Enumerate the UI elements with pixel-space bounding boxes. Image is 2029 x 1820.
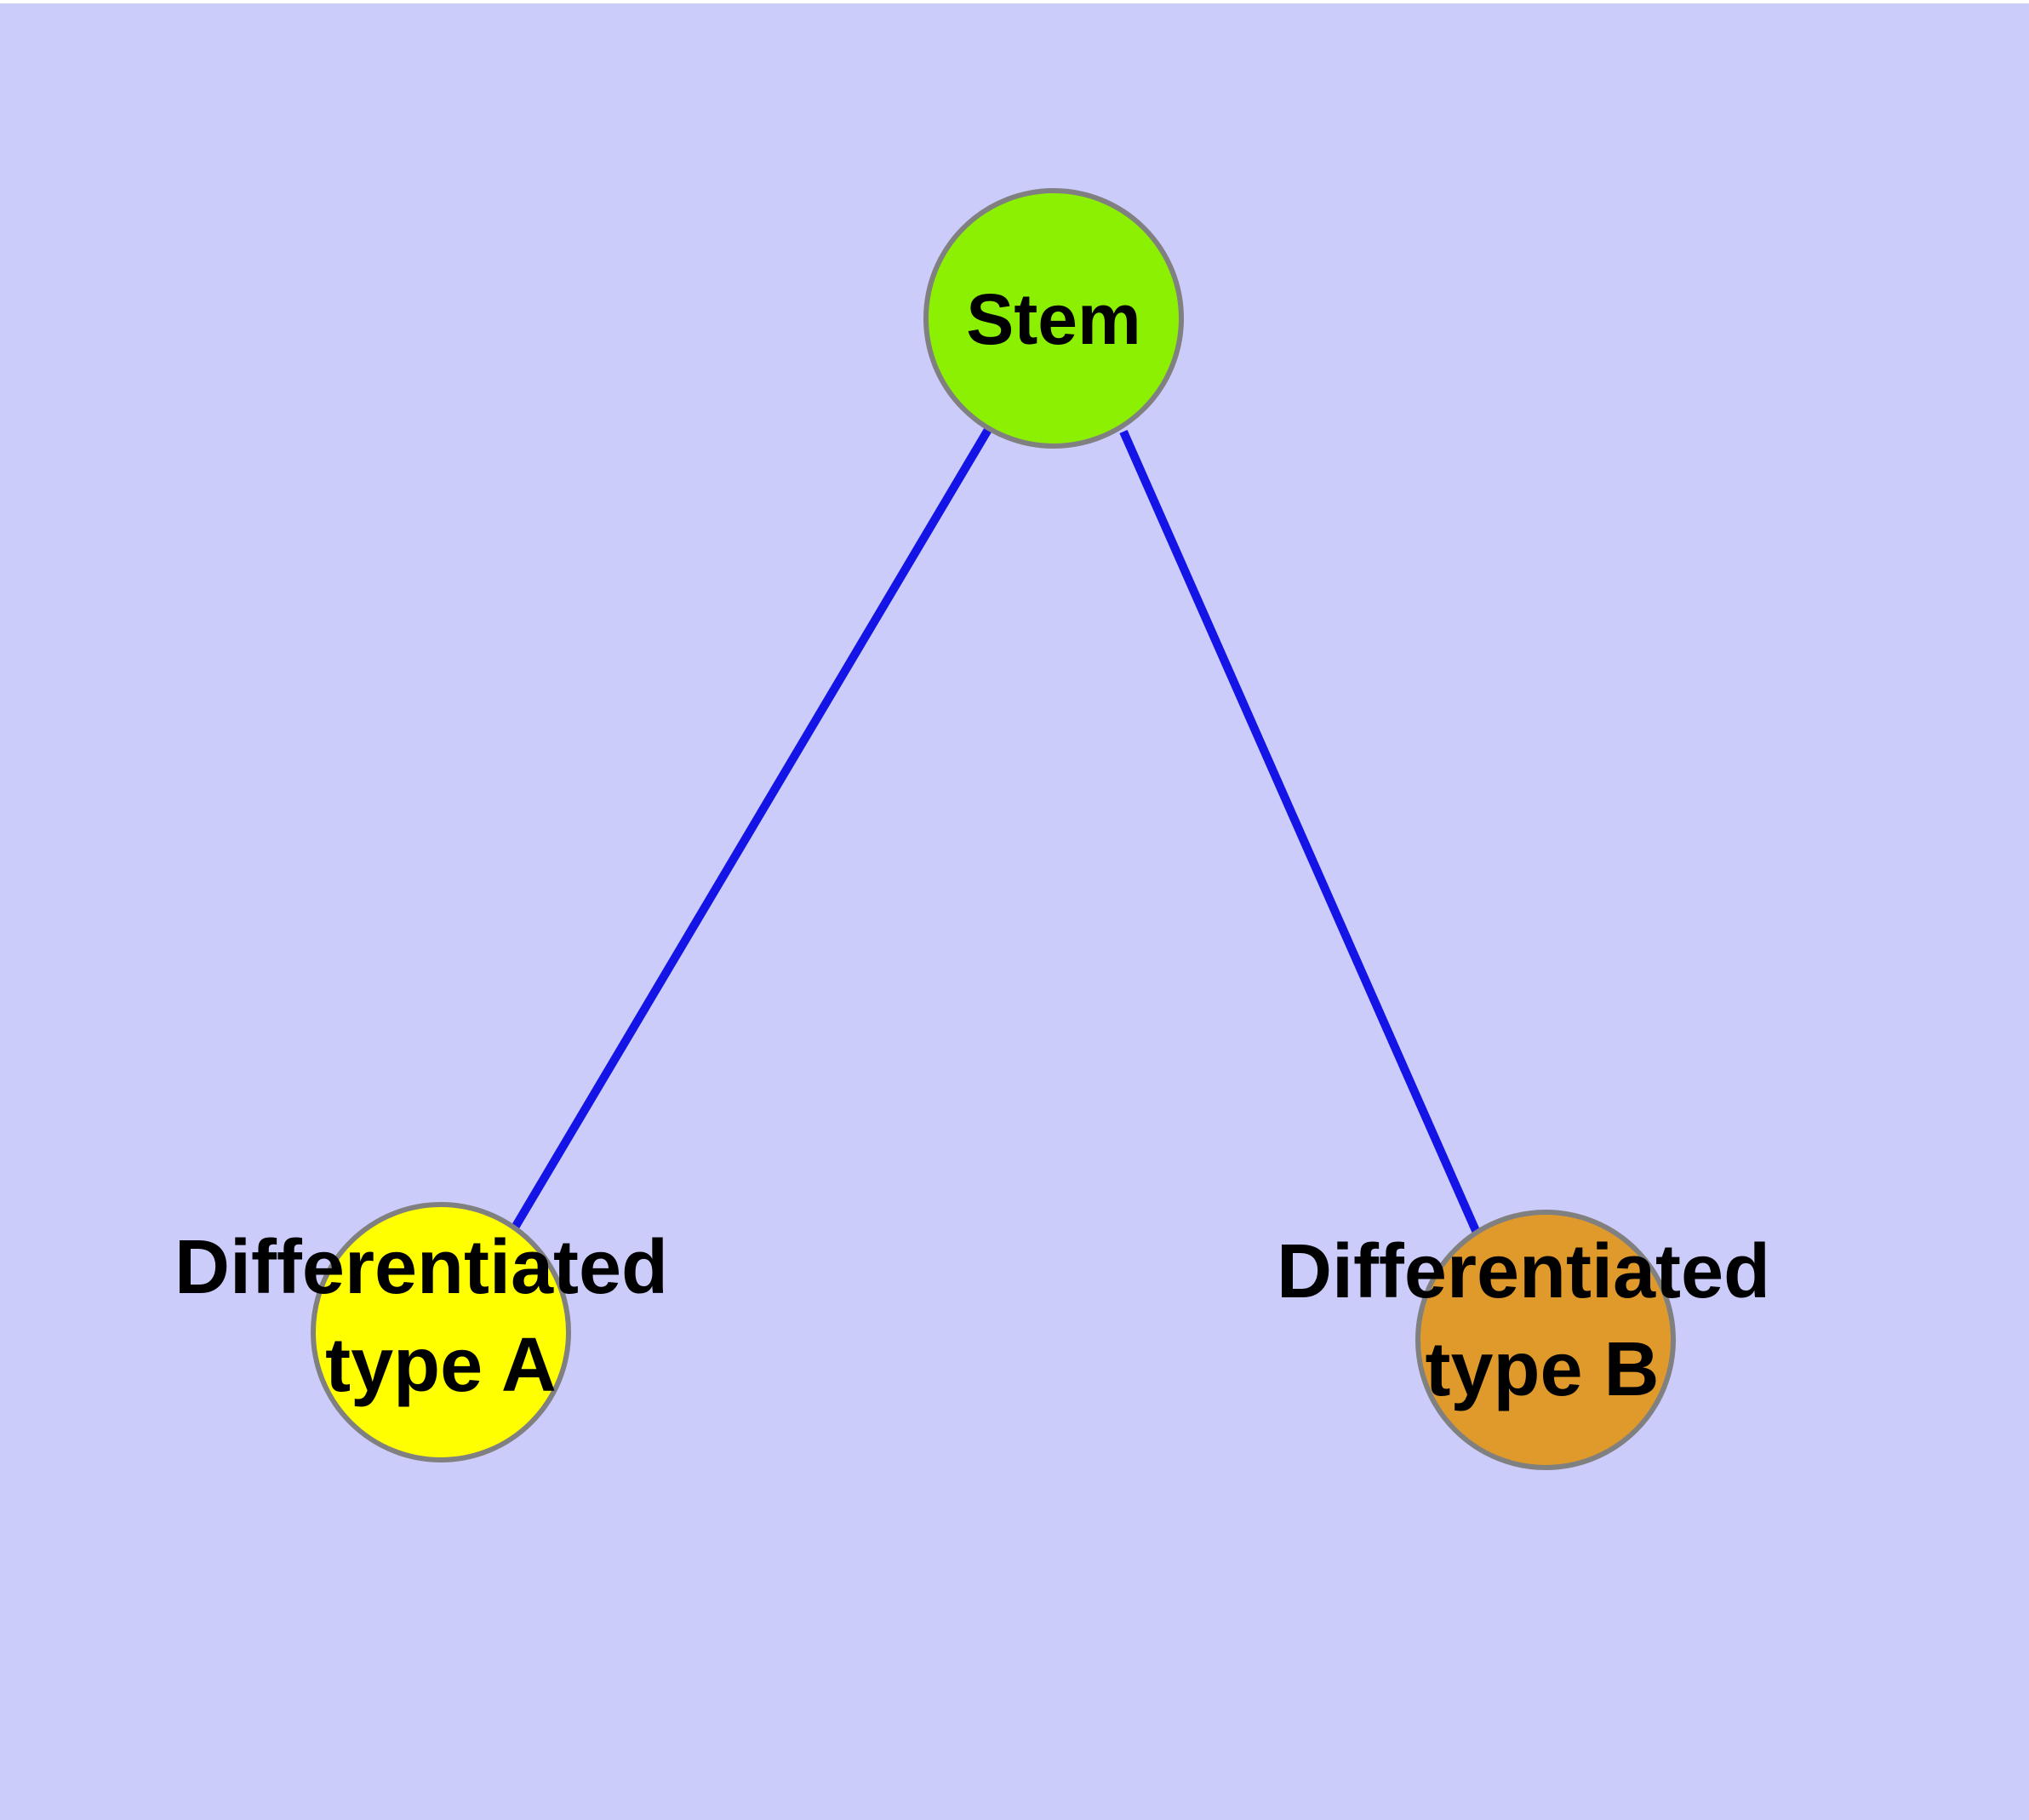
- node-differentiated-type-a-label-line1: Differentiated: [174, 1225, 668, 1310]
- node-differentiated-type-b-label-line2: type B: [1425, 1327, 1659, 1412]
- node-differentiated-type-b-circle[interactable]: [1415, 1210, 1676, 1470]
- node-stem-circle[interactable]: [923, 188, 1184, 449]
- edge-stem-to-differentiated-type-a[interactable]: [511, 426, 993, 1230]
- node-layer: Stem Differentiated type A Differentiate…: [174, 188, 1770, 1470]
- node-differentiated-type-a[interactable]: Differentiated type A: [174, 1202, 668, 1462]
- node-differentiated-type-b-label-line1: Differentiated: [1277, 1229, 1770, 1314]
- node-differentiated-type-a-label-line2: type A: [325, 1323, 557, 1408]
- edge-stem-to-differentiated-type-b[interactable]: [1119, 429, 1481, 1235]
- edge-layer: [511, 426, 1481, 1235]
- node-stem-label: Stem: [966, 279, 1140, 359]
- node-differentiated-type-a-circle[interactable]: [311, 1202, 571, 1462]
- node-differentiated-type-b[interactable]: Differentiated type B: [1277, 1210, 1770, 1470]
- node-stem[interactable]: Stem: [923, 188, 1184, 449]
